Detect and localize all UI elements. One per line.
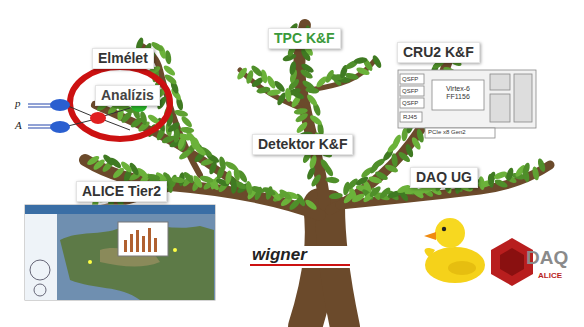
leaf bbox=[86, 154, 101, 167]
leaf bbox=[284, 88, 292, 103]
branch-label-box: CRU2 K&F bbox=[397, 42, 480, 63]
leaf bbox=[391, 134, 403, 149]
leaf bbox=[391, 153, 399, 168]
branch-label-box: Elmélet bbox=[92, 48, 154, 69]
leaf bbox=[404, 143, 415, 158]
leaf bbox=[180, 115, 194, 129]
leaf bbox=[250, 64, 264, 78]
leaf bbox=[344, 72, 359, 81]
board-part-label: QSFP bbox=[402, 100, 418, 107]
leaf bbox=[371, 54, 383, 69]
leaf bbox=[300, 62, 315, 74]
leaf bbox=[178, 148, 193, 161]
leaf bbox=[493, 178, 508, 189]
board-figure bbox=[398, 70, 536, 138]
leaf bbox=[235, 66, 248, 81]
branch-label-box: Detektor K&F bbox=[252, 134, 353, 155]
leaf bbox=[289, 61, 298, 76]
board-part-label: RJ45 bbox=[403, 114, 417, 121]
leaf bbox=[119, 160, 133, 174]
leaf bbox=[374, 170, 389, 182]
leaf bbox=[415, 128, 425, 143]
branch-label: CRU2 K&F bbox=[403, 44, 474, 60]
branch-label: Detektor K&F bbox=[258, 136, 347, 152]
highlight-circle bbox=[70, 67, 170, 139]
leaf bbox=[290, 89, 305, 101]
leaf bbox=[102, 153, 116, 167]
leaf bbox=[218, 156, 227, 171]
leaf bbox=[305, 93, 319, 108]
branch-label: Elmélet bbox=[98, 50, 148, 66]
branch-label-box: DAQ UG bbox=[410, 167, 478, 188]
leaf bbox=[295, 120, 309, 134]
branch-label-box: ALICE Tier2 bbox=[76, 181, 167, 202]
particle-symbol: p bbox=[15, 97, 21, 109]
board-part-label: Virtex-6 FF1156 bbox=[434, 85, 482, 100]
logo-underline bbox=[250, 264, 350, 266]
leaf bbox=[319, 158, 332, 173]
branch-label: DAQ UG bbox=[416, 169, 472, 185]
leaf bbox=[521, 162, 531, 177]
branch-label: TPC K&F bbox=[274, 30, 335, 46]
logo-ground bbox=[245, 246, 355, 268]
board-part-label: QSFP bbox=[402, 88, 418, 95]
leaf bbox=[293, 107, 308, 115]
logo-text: wigner bbox=[252, 246, 307, 265]
leaf bbox=[304, 198, 319, 212]
logo-text: ALICE bbox=[538, 272, 562, 281]
branch-label-box: TPC K&F bbox=[268, 28, 341, 49]
particle-symbol: A bbox=[15, 119, 22, 131]
leaf bbox=[351, 192, 366, 204]
leaf bbox=[256, 86, 271, 95]
leaf bbox=[245, 181, 253, 196]
leaf bbox=[224, 170, 232, 185]
leaf bbox=[531, 166, 540, 181]
leaf bbox=[260, 69, 269, 84]
leaf bbox=[170, 176, 185, 184]
leaf bbox=[224, 160, 239, 172]
leaf bbox=[301, 79, 316, 92]
branch-label: Analízis bbox=[101, 87, 154, 103]
logo-text: DAQ bbox=[526, 248, 568, 269]
leaf bbox=[325, 177, 339, 184]
leaf bbox=[182, 170, 196, 184]
map-screenshot bbox=[25, 205, 215, 300]
leaf bbox=[180, 126, 195, 133]
branch-label: ALICE Tier2 bbox=[82, 183, 161, 199]
leaf bbox=[250, 185, 265, 195]
leaf bbox=[162, 64, 177, 78]
board-part-label: QSFP bbox=[402, 76, 418, 83]
branch-label-box: Analízis bbox=[95, 85, 160, 106]
leaf bbox=[353, 56, 368, 64]
leaf bbox=[308, 114, 323, 127]
leaf bbox=[536, 158, 546, 173]
leaf bbox=[505, 167, 515, 182]
rubber-duck bbox=[424, 218, 485, 283]
board-part-label: PCIe x8 Gen2 bbox=[428, 129, 466, 136]
leaf bbox=[493, 170, 508, 180]
leaf bbox=[139, 111, 148, 126]
leaf bbox=[328, 192, 343, 200]
